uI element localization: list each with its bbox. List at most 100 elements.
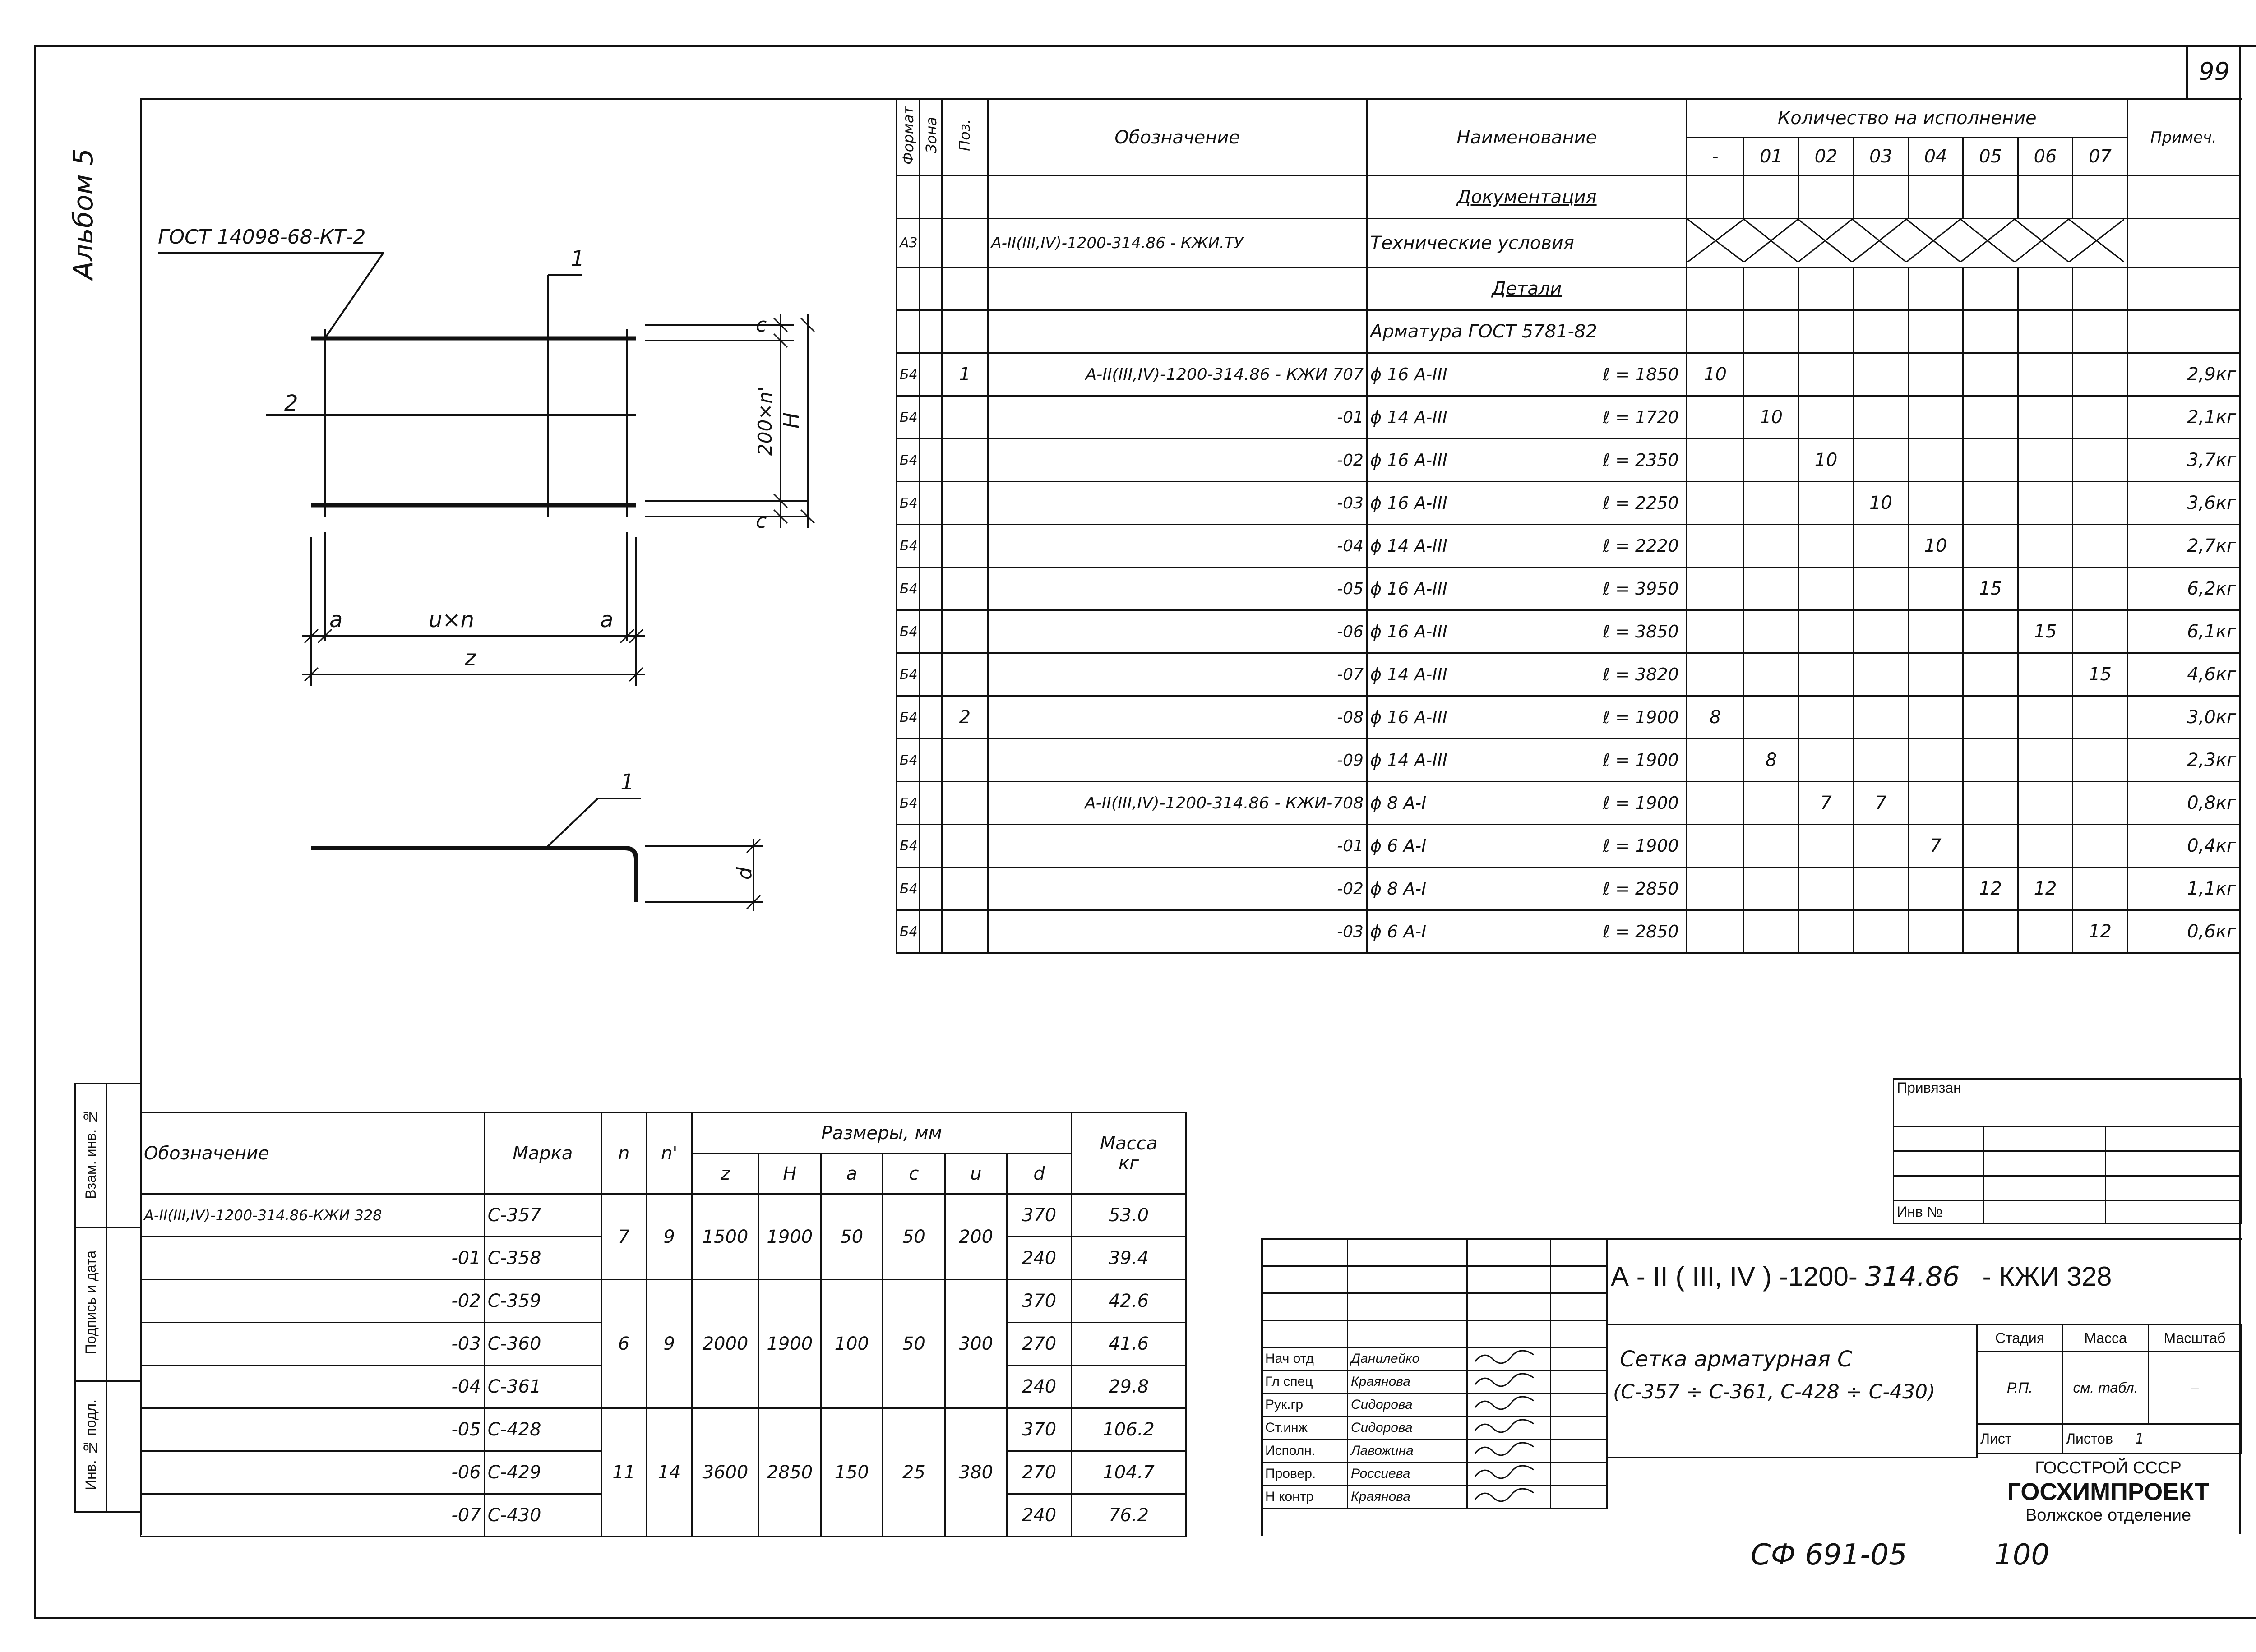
spec-pos [941, 438, 989, 482]
date-cell [1550, 1416, 1608, 1440]
spec-format: Б4 [896, 652, 920, 697]
spec-designation: А-II(III,IV)-1200-314.86 - КЖИ 707 [987, 352, 1368, 397]
spec-qty: 10 [1907, 524, 1964, 568]
spec-qty [2017, 524, 2074, 568]
spec-format: Б4 [896, 867, 920, 911]
spec-zone [918, 395, 943, 439]
spec-name-dia: ϕ 16 А-III [1370, 450, 1447, 470]
spec-qty: 15 [1962, 567, 2019, 611]
spec-qty [1962, 652, 2019, 697]
spec-qty [1743, 824, 1799, 868]
stage-table: Стадия Масса Масштаб Р.П. см. табл. – Ли… [1976, 1324, 2242, 1454]
spec-format: Б4 [896, 781, 920, 825]
mesh-sketch: ГОСТ 14098-68-КТ-2 1 2 с с 200×n' Н а а … [158, 226, 815, 911]
spec-format: Б4 [896, 567, 920, 611]
spec-name-dia: ϕ 6 А-I [1370, 922, 1427, 941]
spec-designation: -05 [987, 567, 1368, 611]
spec-pos [941, 395, 989, 439]
spec-qty [1853, 567, 1909, 611]
spec-qty [1743, 695, 1799, 739]
stamp-podpis: Подпись и дата [83, 1251, 99, 1355]
spec-qty: 8 [1743, 738, 1799, 782]
date-cell [1550, 1462, 1608, 1486]
hdr-var: 07 [2072, 137, 2128, 176]
spec-qty [1853, 824, 1909, 868]
spec-pos [941, 738, 989, 782]
spec-qty [2072, 395, 2128, 439]
spec-qty [1853, 438, 1909, 482]
signature-scribble [1474, 1419, 1534, 1433]
spec-qty [1907, 352, 1964, 397]
spec-qty [1798, 824, 1854, 868]
spec-qty [1853, 738, 1909, 782]
spec-qty [2072, 567, 2128, 611]
spec-name-dia: ϕ 16 А-III [1370, 365, 1447, 384]
signature [1466, 1370, 1551, 1394]
spec-note: 2,9кг [2127, 352, 2241, 397]
role-title: Гл спец [1261, 1370, 1348, 1394]
spec-designation: -04 [987, 524, 1368, 568]
spec-qty [1798, 695, 1854, 739]
weld-leader-arrow [324, 252, 384, 339]
spec-qty [2017, 909, 2074, 954]
dims-designation: -03 [140, 1322, 485, 1366]
sheet-header: Лист [1976, 1423, 2063, 1454]
spec-qty [1962, 824, 2019, 868]
spec-designation: -01 [987, 824, 1368, 868]
spec-qty: 12 [2072, 909, 2128, 954]
dims-mass: 104.7 [1071, 1450, 1187, 1495]
dims-a: 100 [820, 1279, 884, 1409]
spec-qty [2017, 781, 2074, 825]
dims-a: 150 [820, 1407, 884, 1537]
spec-note: 0,6кг [2127, 909, 2241, 954]
spec-name-dia: ϕ 8 А-I [1370, 879, 1427, 899]
spec-name-dia: ϕ 16 А-III [1370, 707, 1447, 727]
role-name: Данилейко [1347, 1347, 1468, 1371]
sheets-header: Листов [2066, 1431, 2113, 1447]
spec-zone [918, 867, 943, 911]
spec-qty [1743, 438, 1799, 482]
dims-designation: -04 [140, 1365, 485, 1409]
dhdr-H: Н [758, 1153, 822, 1195]
spec-name-length: ℓ = 2350 [1603, 450, 1679, 470]
spec-qty: 10 [1686, 352, 1745, 397]
sheets-value: 1 [2135, 1430, 2145, 1447]
spec-qty: 7 [1907, 824, 1964, 868]
spec-note: 2,1кг [2127, 395, 2241, 439]
signature-scribble [1474, 1465, 1534, 1479]
spec-qty [1962, 909, 2019, 954]
spec-qty: 10 [1853, 481, 1909, 525]
spec-pos [941, 867, 989, 911]
spec-qty [1907, 867, 1964, 911]
spec-pos [941, 652, 989, 697]
spec-qty [1962, 781, 2019, 825]
spec-note: 4,6кг [2127, 652, 2241, 697]
signature [1466, 1416, 1551, 1440]
signature-scribble [1474, 1488, 1534, 1502]
spec-qty [1962, 352, 2019, 397]
spec-name-dia: ϕ 6 А-I [1370, 836, 1427, 856]
spec-designation: -08 [987, 695, 1368, 739]
spec-name-length: ℓ = 3850 [1603, 622, 1679, 641]
spec-qty [1686, 567, 1745, 611]
spec-format: Б4 [896, 395, 920, 439]
spec-qty [1853, 352, 1909, 397]
signature [1466, 1347, 1551, 1371]
org-line3: Волжское отделение [2025, 1506, 2191, 1525]
tech-cond-name: Технические условия [1366, 218, 1687, 268]
spec-note: 3,7кг [2127, 438, 2241, 482]
hdr-var: 05 [1962, 137, 2019, 176]
spec-qty [1907, 438, 1964, 482]
spec-format: Б4 [896, 524, 920, 568]
dhdr-a: а [820, 1153, 884, 1195]
dims-d: 270 [1006, 1450, 1073, 1495]
spec-qty [1743, 352, 1799, 397]
